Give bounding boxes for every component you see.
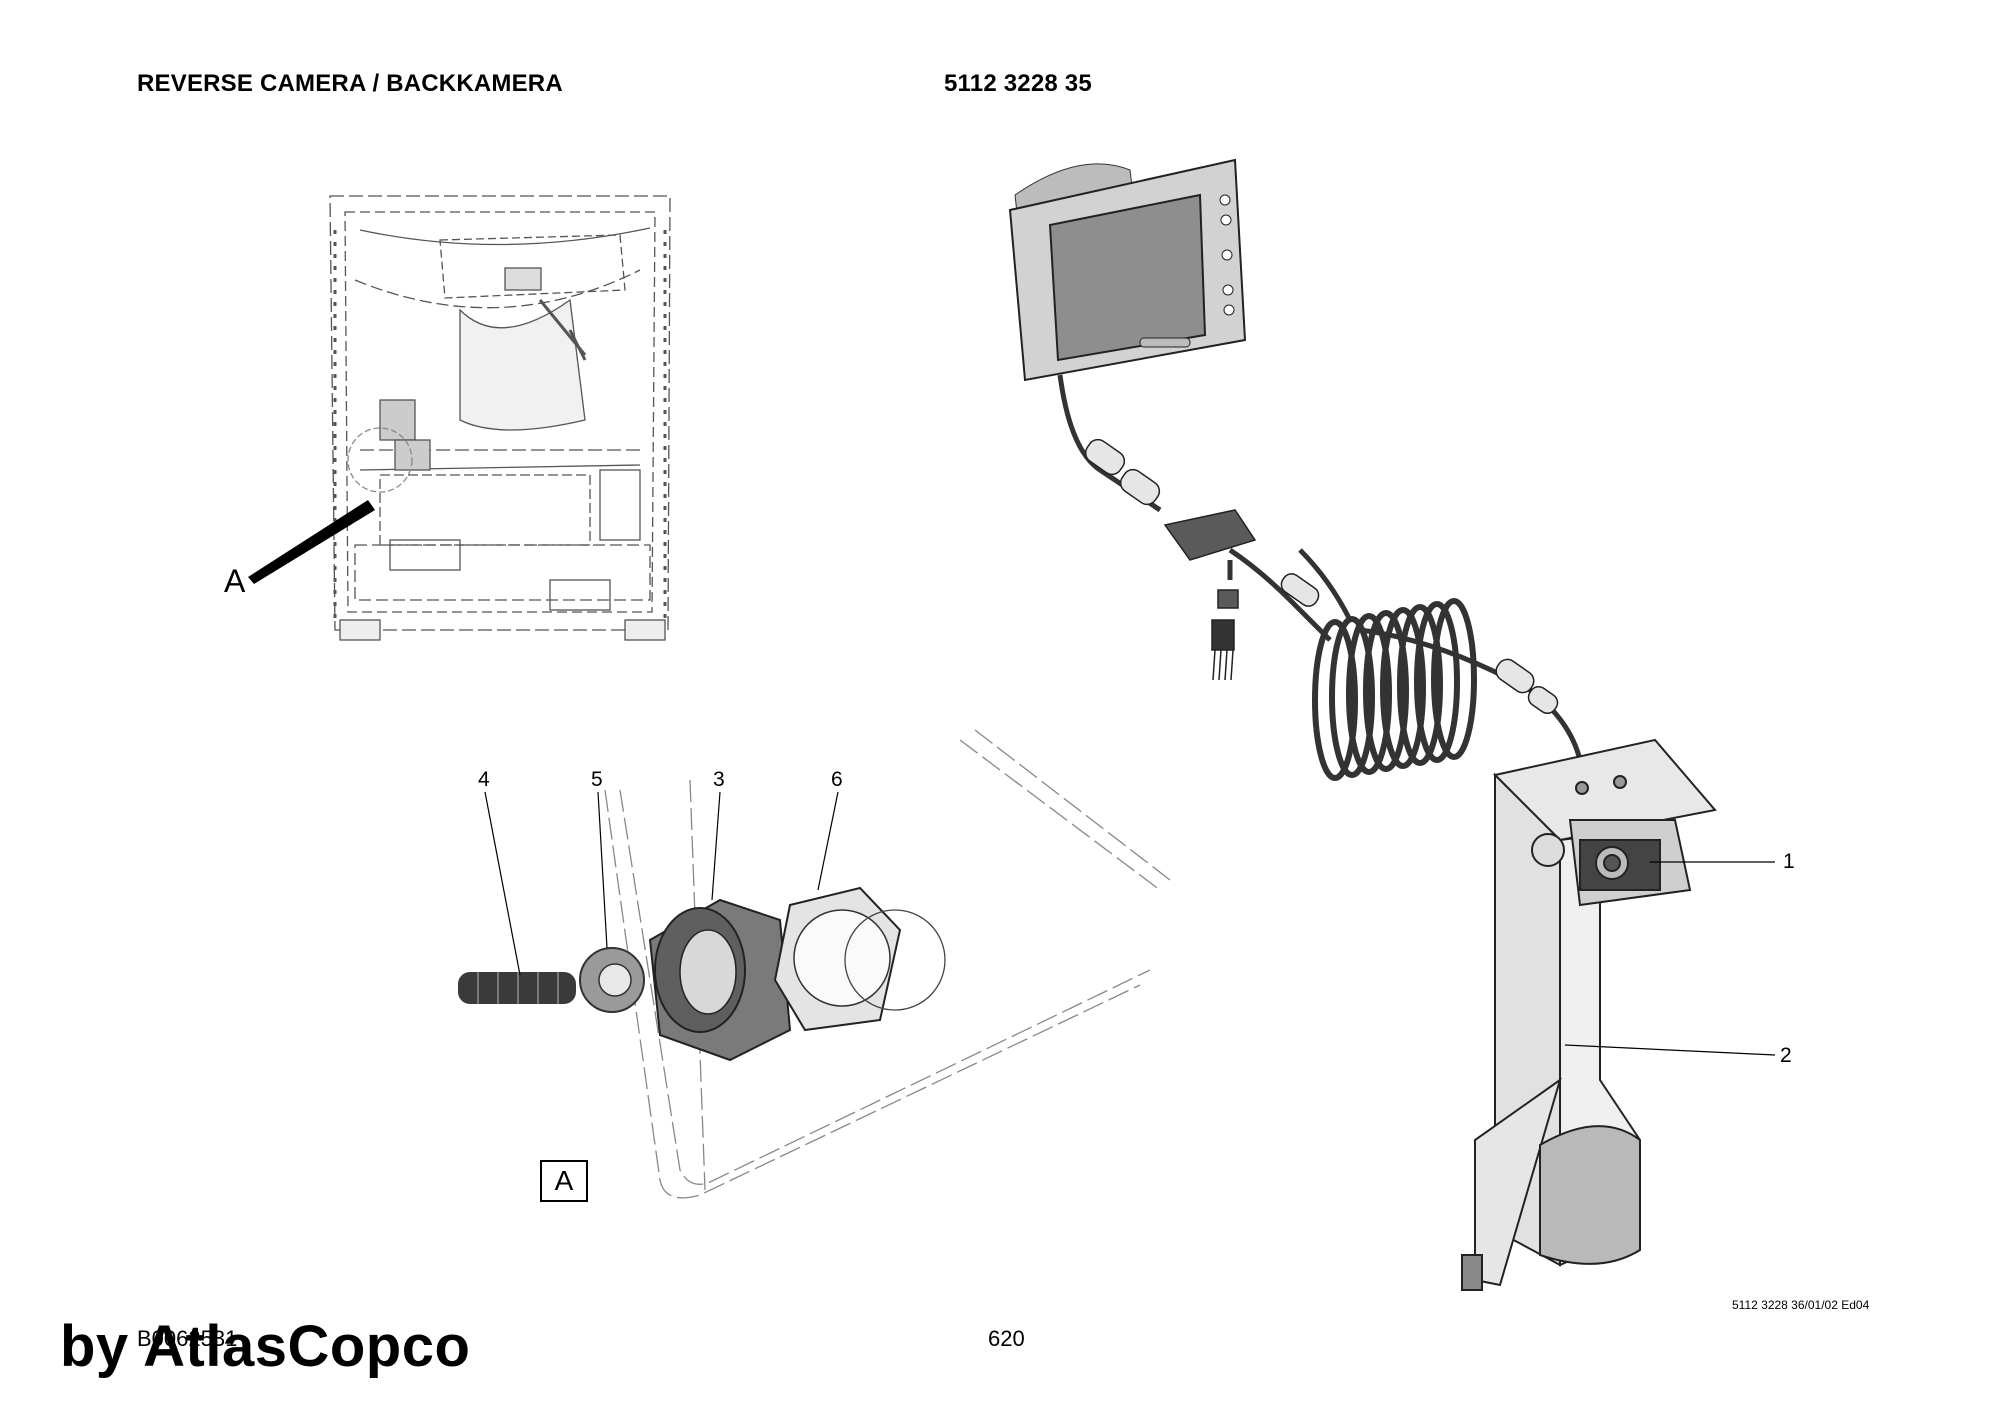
cable-connectors [1084,438,1559,715]
callout-5: 5 [591,768,603,791]
page-title: REVERSE CAMERA / BACKKAMERA [137,70,563,97]
camera-bracket-drawing [1461,738,1717,1291]
callout-3: 3 [713,768,725,791]
callout-4: 4 [478,768,490,791]
cable-gland-part-3 [648,898,792,1062]
callout-leaders-detail [484,791,839,976]
page-number: 620 [988,1326,1025,1351]
detail-view-label: A [540,1160,588,1202]
machine-frame-drawing [329,195,671,641]
camera-part-1 [1531,819,1692,907]
revision-code: 5112 3228 36/01/02 Ed04 [1732,1298,1870,1312]
nut-part-6 [773,886,946,1032]
detail-pointer-arrow [248,500,375,584]
drawing-code: B0062531 [137,1326,238,1351]
grommet-part-4 [458,972,576,1004]
seal-ring-part-5 [579,947,645,1013]
cable-harness-drawing [1057,374,1583,761]
part-number: 5112 3228 35 [944,70,1092,97]
callout-2: 2 [1780,1044,1792,1067]
monitor-drawing [1008,158,1247,382]
callout-6: 6 [831,768,843,791]
watermark: by AtlasCopco [60,1314,471,1379]
detail-reference-label: A [224,563,246,599]
callout-leaders-camera [1564,861,1776,1056]
callout-1: 1 [1783,850,1795,873]
coiled-cable [1312,598,1477,781]
